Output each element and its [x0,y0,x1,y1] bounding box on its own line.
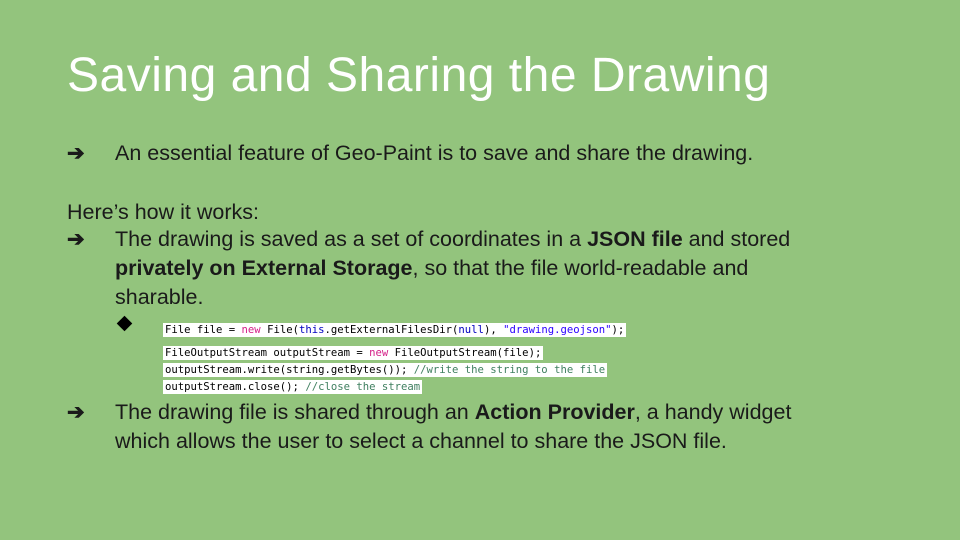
code-line-2: FileOutputStream outputStream = new File… [163,346,544,360]
bullet-2-text: The drawing is saved as a set of coordin… [115,225,790,312]
arrow-bullet-icon: ➔ [67,142,85,165]
bullet-2-bold1: JSON file [587,227,683,251]
code-line-1-text: File file = new File(this.getExternalFil… [165,324,625,336]
bullet-3-bold1: Action Provider [474,400,635,424]
bullet-2-bold2: privately on External Storage [115,256,413,280]
bullet-3-line2: which allows the user to select a channe… [115,429,727,453]
bullet-3-part1: The drawing file is shared through an [115,400,475,424]
code-line-1: File file = new File(this.getExternalFil… [163,323,627,337]
bullet-2-part2: and stored [682,227,791,251]
code-line-3: outputStream.write(string.getBytes()); /… [163,363,608,377]
arrow-bullet-icon: ➔ [67,401,85,424]
bullet-2-part1: The drawing is saved as a set of coordin… [115,227,588,251]
bullet-3-text: The drawing file is shared through an Ac… [115,398,791,456]
bullet-1-text: An essential feature of Geo-Paint is to … [115,141,754,165]
code-line-4: outputStream.close(); //close the stream [163,380,423,394]
intro-text: Here’s how it works: [67,200,259,224]
bullet-2-part4: sharable. [115,285,204,309]
diamond-bullet-icon [116,315,133,332]
slide-title: Saving and Sharing the Drawing [67,49,771,102]
bullet-3-part2: , a handy widget [634,400,792,424]
arrow-bullet-icon: ➔ [67,228,85,251]
bullet-2-part3: , so that the file world-readable and [412,256,749,280]
